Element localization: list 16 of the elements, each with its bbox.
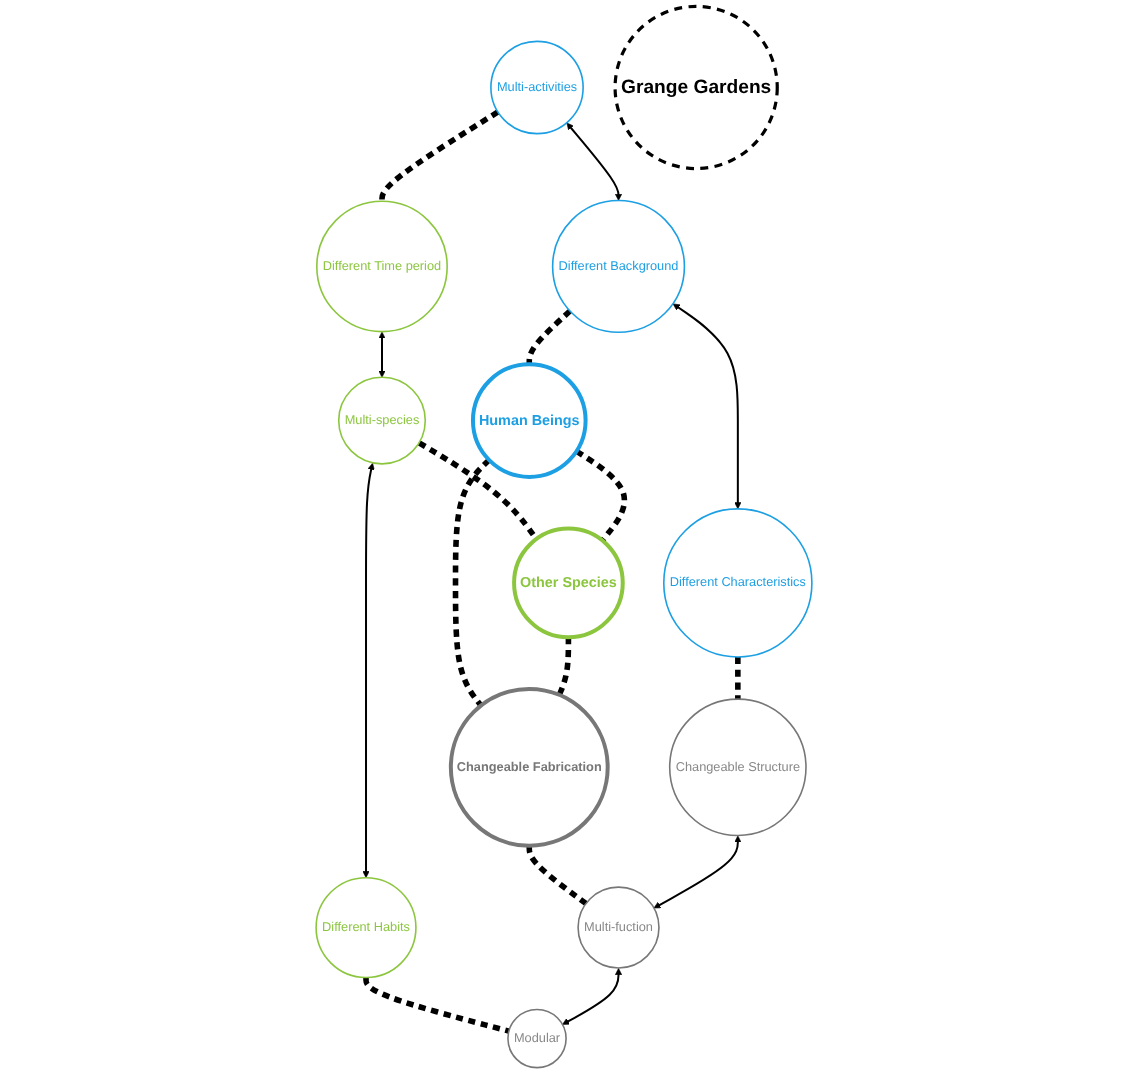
connector <box>452 458 491 708</box>
arrow <box>362 462 375 878</box>
arrow <box>672 303 742 510</box>
connector <box>526 845 588 906</box>
connector <box>556 637 572 696</box>
connector <box>526 308 572 365</box>
arrow <box>378 331 386 378</box>
arrow <box>653 835 742 909</box>
node-circle: Grange Gardens <box>613 4 779 171</box>
connector <box>574 448 628 543</box>
connector <box>417 440 539 541</box>
connector <box>363 977 510 1034</box>
connector <box>379 109 500 202</box>
arrow <box>562 968 623 1025</box>
connector <box>735 656 741 700</box>
arrow <box>566 122 623 201</box>
